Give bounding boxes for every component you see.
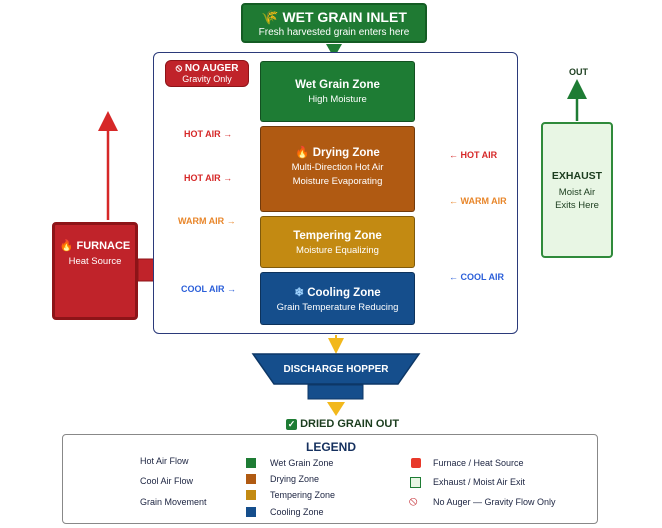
legend-drying-swatch — [246, 474, 256, 484]
left-air-label-2: HOT AIR → — [184, 173, 233, 183]
dried-grain-out: ✓ DRIED GRAIN OUT — [286, 418, 400, 430]
inlet-title: WET GRAIN INLET — [282, 9, 407, 25]
left-air-label-3: WARM AIR → — [178, 216, 236, 226]
legend-furnace: Furnace / Heat Source — [433, 458, 524, 468]
legend-exhaust: Exhaust / Moist Air Exit — [433, 477, 526, 487]
left-air-label-1: HOT AIR → — [184, 129, 233, 139]
right-air-label-3: ← COOL AIR — [449, 272, 505, 282]
legend-cooling-zone: Cooling Zone — [270, 507, 324, 517]
snowflake-icon: ❄ — [294, 287, 304, 299]
wet-grain-zone: Wet Grain Zone High Moisture — [260, 61, 415, 122]
legend-no-auger: No Auger — Gravity Flow Only — [433, 497, 556, 507]
legend-wet-zone: Wet Grain Zone — [270, 458, 334, 468]
inlet-arrow — [326, 44, 342, 58]
prohibited-icon: ⦸ — [409, 493, 418, 508]
legend-wet-swatch — [246, 458, 256, 468]
right-air-label-2: ← WARM AIR — [449, 196, 507, 206]
legend-box — [62, 434, 598, 524]
drying-zone: 🔥 Drying Zone Multi-Direction Hot Air Mo… — [260, 126, 415, 212]
wheat-icon: 🌾 — [261, 9, 279, 25]
flame-icon: 🔥 — [59, 240, 74, 252]
discharge-hopper-shape — [251, 353, 421, 385]
legend-cool-air: Cool Air Flow — [140, 476, 194, 486]
no-auger-badge: ⦸ NO AUGER Gravity Only — [165, 60, 249, 87]
legend-exhaust-swatch — [410, 477, 421, 488]
legend-tempering-swatch — [246, 490, 256, 500]
legend-title: LEGEND — [305, 440, 356, 454]
legend-furnace-swatch — [411, 458, 421, 468]
hopper-spout — [307, 384, 364, 400]
wet-grain-inlet: 🌾 WET GRAIN INLET Fresh harvested grain … — [241, 3, 427, 43]
legend-grain-movement: Grain Movement — [140, 497, 207, 507]
legend-cooling-swatch — [246, 507, 256, 517]
cooling-zone: ❄ Cooling Zone Grain Temperature Reducin… — [260, 272, 415, 325]
furnace: 🔥 FURNACE Heat Source — [52, 222, 138, 320]
grain-arrow-2 — [327, 402, 345, 416]
prohibited-icon: ⦸ — [175, 63, 183, 74]
right-air-label-1: ← HOT AIR — [449, 150, 498, 160]
exhaust: EXHAUST Moist Air Exits Here — [541, 122, 613, 258]
legend-tempering-zone: Tempering Zone — [270, 490, 336, 500]
checkbox-icon: ✓ — [286, 419, 297, 430]
flame-icon: 🔥 — [295, 147, 310, 159]
inlet-subtitle: Fresh harvested grain enters here — [258, 27, 410, 38]
exhaust-out-label: OUT — [569, 67, 588, 77]
legend-hot-air: Hot Air Flow — [140, 456, 189, 466]
tempering-zone: Tempering Zone Moisture Equalizing — [260, 216, 415, 268]
legend-drying-zone: Drying Zone — [270, 474, 320, 484]
discharge-hopper-label: DISCHARGE HOPPER — [283, 364, 389, 375]
left-air-label-4: COOL AIR → — [181, 284, 237, 294]
